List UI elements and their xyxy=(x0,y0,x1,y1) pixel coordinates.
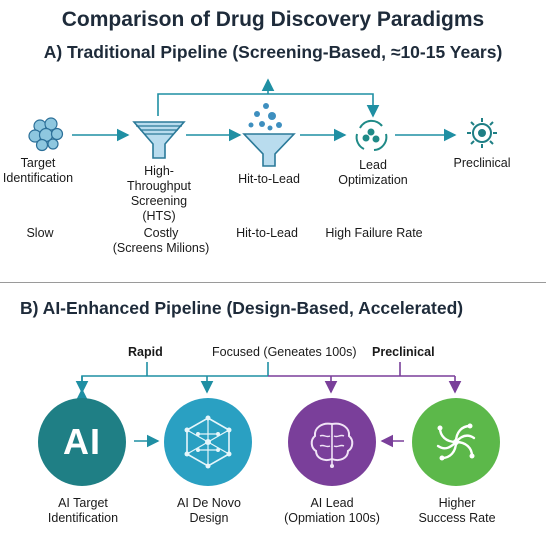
higher-success-circle xyxy=(412,398,500,486)
stage-label-hit-to-lead: Hit-to-Lead xyxy=(238,172,300,186)
stage-note-costly: Costly (Screens Milions) xyxy=(112,226,210,255)
section-divider xyxy=(0,282,546,283)
stage-note-slow: Slow xyxy=(26,226,54,240)
stage-note-high-failure: High Failure Rate xyxy=(325,226,423,240)
virus-target-icon xyxy=(467,118,497,148)
ai-de-novo-circle xyxy=(164,398,252,486)
stage-label-ai-lead: AI Lead (Opmiation 100s) xyxy=(284,496,380,525)
molecule-network-icon xyxy=(184,415,232,469)
brain-circuit-icon xyxy=(310,422,354,468)
page-title: Comparison of Drug Discovery Paradigms xyxy=(61,8,485,31)
stage-label-ai-target: AI Target Identification xyxy=(47,496,119,525)
section-a-heading: A) Traditional Pipeline (Screening-Based… xyxy=(43,42,503,62)
recycle-molecule-icon xyxy=(355,119,388,151)
stage-label-preclinical: Preclinical xyxy=(453,156,511,170)
ai-text-icon: AI xyxy=(63,421,101,462)
swirl-molecule-icon xyxy=(436,423,476,461)
funnel-icon xyxy=(132,121,186,159)
label-preclinical-b: Preclinical xyxy=(372,345,435,359)
stage-label-target-identification: Target Identification xyxy=(2,156,74,185)
purple-bracket-arrow xyxy=(268,362,462,394)
feedback-loop-arrow xyxy=(157,78,380,118)
stage-label-lead-optimization: Lead Optimization xyxy=(338,158,408,187)
funnel-with-bubbles-icon xyxy=(242,103,296,167)
stage-label-ai-de-novo: AI De Novo Design xyxy=(177,496,241,525)
stage-label-higher-success: Higher Success Rate xyxy=(418,496,496,525)
stage-note-hit-to-lead: Hit-to-Lead xyxy=(236,226,298,240)
stage-label-hts: High- Throughput Screening (HTS) xyxy=(127,164,191,223)
cell-cluster-icon xyxy=(28,117,64,152)
ai-lead-circle xyxy=(288,398,376,486)
label-focused: Focused (Geneates 100s) xyxy=(212,345,357,359)
section-b-heading: B) AI-Enhanced Pipeline (Design-Based, A… xyxy=(20,298,464,318)
teal-bracket-arrow xyxy=(75,362,269,402)
label-rapid: Rapid xyxy=(128,345,163,359)
ai-target-circle: AI xyxy=(38,398,126,486)
